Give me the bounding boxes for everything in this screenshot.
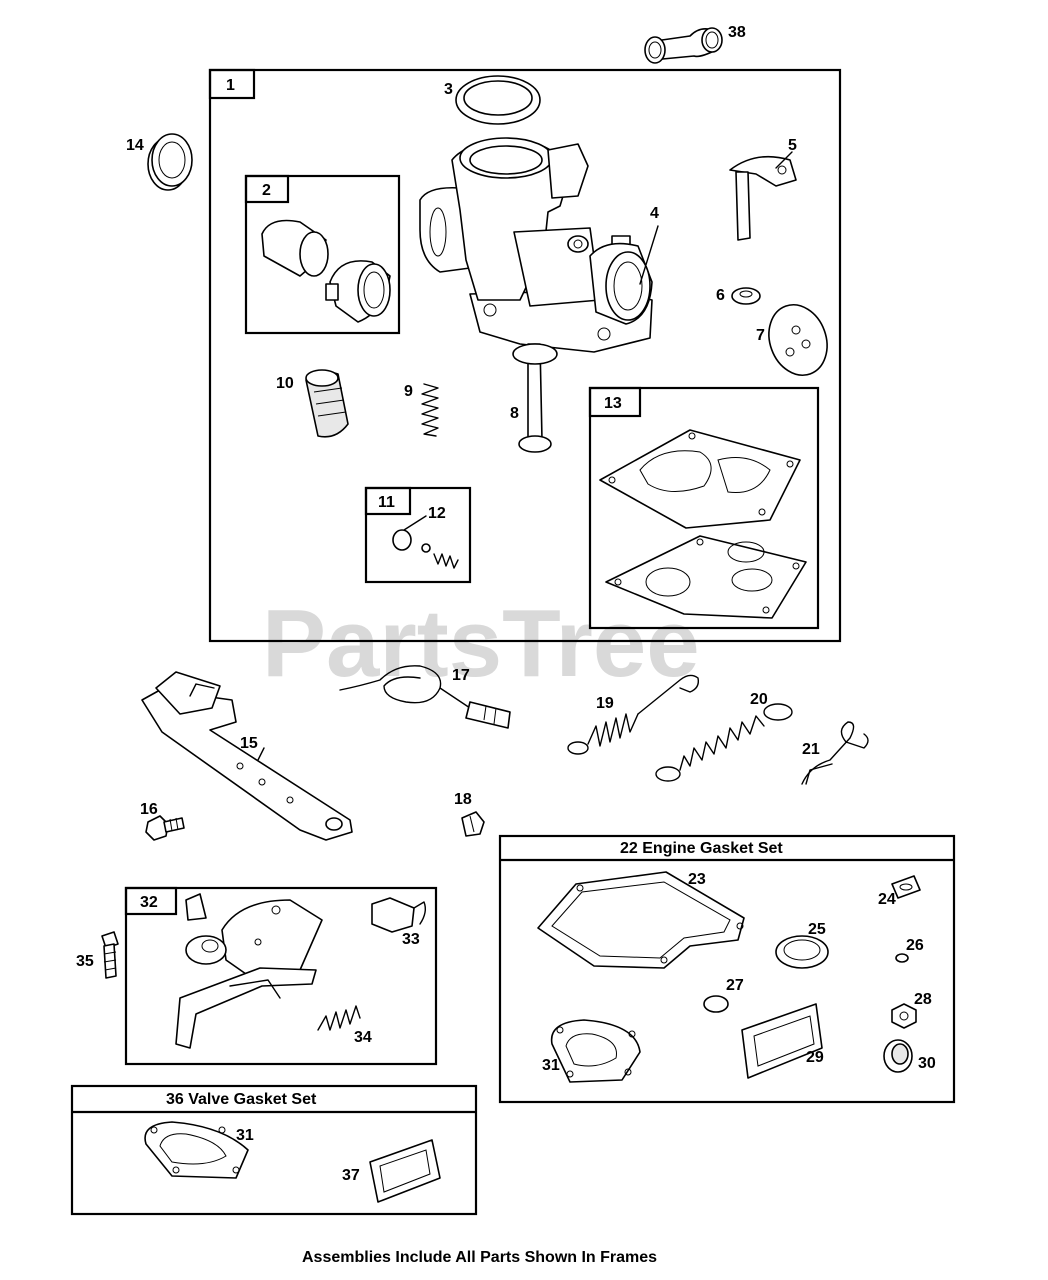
part-19-spring[interactable]: [567, 674, 700, 755]
label-24: 24: [878, 891, 896, 908]
frame-11: 11: [364, 486, 472, 584]
label-3: 3: [444, 81, 453, 98]
frame-22-engine-gasket-set: 22 Engine Gasket Set: [498, 834, 956, 1104]
label-6: 6: [716, 287, 725, 304]
label-16: 16: [140, 801, 158, 818]
label-10: 10: [276, 375, 294, 392]
label-20: 20: [750, 691, 768, 708]
part-4-carburetor-body[interactable]: [419, 137, 659, 353]
part-18-clip[interactable]: [461, 811, 485, 837]
label-27: 27: [726, 977, 744, 994]
label-15: 15: [240, 735, 258, 752]
part-26-ring[interactable]: [895, 953, 909, 963]
part-27-ring[interactable]: [703, 995, 729, 1013]
frame-22-label: 22 Engine Gasket Set: [620, 840, 783, 857]
label-8: 8: [510, 405, 519, 422]
label-9: 9: [404, 383, 413, 400]
label-21: 21: [802, 741, 820, 758]
part-29-gasket[interactable]: [741, 1003, 823, 1079]
frame-11-label: 11: [378, 494, 395, 511]
label-7: 7: [756, 327, 765, 344]
frame-2-label: 2: [262, 182, 271, 199]
part-7-plate[interactable]: [759, 297, 836, 384]
part-33-clip[interactable]: [371, 897, 427, 933]
label-38: 38: [728, 24, 746, 41]
label-34: 34: [354, 1029, 372, 1046]
label-14: 14: [126, 137, 144, 154]
label-37: 37: [342, 1167, 360, 1184]
part-37-gasket[interactable]: [369, 1139, 441, 1203]
part-12-needle[interactable]: [392, 515, 459, 569]
part-30-seal[interactable]: [883, 1039, 913, 1073]
frame-36-valve-gasket-set: 36 Valve Gasket Set: [70, 1084, 478, 1216]
part-15-bracket[interactable]: [141, 671, 353, 841]
part-35-bolt[interactable]: [101, 931, 119, 979]
part-32-governor-control[interactable]: [175, 893, 323, 1049]
label-30: 30: [918, 1055, 936, 1072]
part-25-ring[interactable]: [775, 935, 829, 969]
part-13-gasket-kit[interactable]: [599, 429, 807, 619]
label-28: 28: [914, 991, 932, 1008]
part-28-nut[interactable]: [891, 1003, 917, 1029]
part-5-shaft[interactable]: [729, 151, 797, 241]
part-16-bolt[interactable]: [145, 815, 185, 841]
frame-13-label: 13: [604, 395, 622, 412]
part-24-gasket[interactable]: [891, 875, 921, 899]
label-17: 17: [452, 667, 470, 684]
part-3-ring[interactable]: [455, 75, 541, 125]
label-31a: 31: [542, 1057, 560, 1074]
part-6-washer[interactable]: [731, 287, 761, 305]
label-35: 35: [76, 953, 94, 970]
label-5: 5: [788, 137, 797, 154]
label-12: 12: [428, 505, 446, 522]
label-33: 33: [402, 931, 420, 948]
part-9-spring[interactable]: [421, 383, 439, 437]
part-8-stem[interactable]: [512, 343, 558, 453]
part-20-spring[interactable]: [655, 703, 793, 782]
label-19: 19: [596, 695, 614, 712]
label-18: 18: [454, 791, 472, 808]
part-17-wire[interactable]: [339, 665, 511, 729]
watermark: PartsTree: [262, 590, 700, 697]
part-38-elbow[interactable]: [644, 27, 723, 64]
part-10-screen[interactable]: [305, 369, 349, 438]
part-2-choke-parts[interactable]: [261, 219, 391, 323]
frame-1-carburetor: 1: [208, 68, 842, 643]
part-31a-head-gasket[interactable]: [550, 1019, 641, 1083]
footer-note: Assemblies Include All Parts Shown In Fr…: [302, 1249, 657, 1266]
frame-32: 32: [124, 886, 438, 1066]
label-25: 25: [808, 921, 826, 938]
frame-2: 2: [244, 174, 401, 335]
part-31b-head-gasket[interactable]: [144, 1121, 249, 1179]
label-29: 29: [806, 1049, 824, 1066]
frame-36-label: 36 Valve Gasket Set: [166, 1091, 317, 1108]
label-23: 23: [688, 871, 706, 888]
frame-32-label: 32: [140, 894, 158, 911]
part-23-crankcase-gasket[interactable]: [537, 871, 745, 969]
label-4: 4: [650, 205, 659, 222]
frame-1-label: 1: [226, 77, 235, 94]
frame-13: 13: [588, 386, 820, 630]
label-31b: 31: [236, 1127, 254, 1144]
label-26: 26: [906, 937, 924, 954]
part-34-spring[interactable]: [317, 1005, 361, 1031]
part-14-seal[interactable]: [147, 133, 193, 191]
part-21-link[interactable]: [801, 721, 869, 785]
